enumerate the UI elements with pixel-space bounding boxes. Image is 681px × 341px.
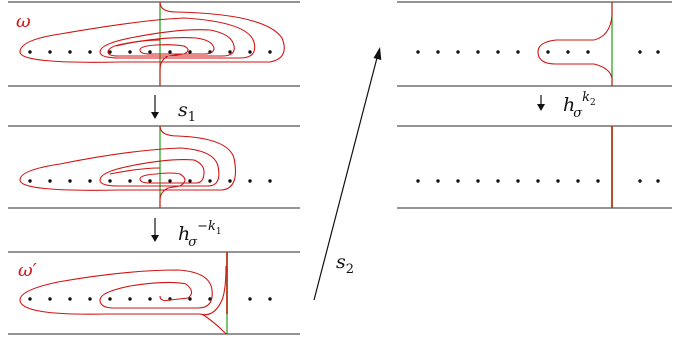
panel-right-1	[397, 1, 672, 87]
arrow-s2: s2	[313, 47, 382, 301]
arrow-s1: s1	[151, 95, 196, 125]
panel-right-2	[397, 125, 672, 209]
puncture-dots	[28, 50, 272, 54]
panel-left-2	[8, 125, 300, 209]
curve-omega-prime	[19, 265, 228, 335]
curve-right-1	[537, 2, 613, 86]
puncture-dots	[416, 50, 660, 54]
puncture-dots	[28, 179, 272, 183]
panel-left-3: ω′	[8, 251, 300, 335]
puncture-dots	[28, 297, 272, 301]
puncture-dots	[416, 179, 660, 183]
curve-after-s1	[19, 125, 237, 208]
h-sigma-label: hσk2	[563, 90, 596, 121]
panel-left-1: ω	[8, 1, 300, 87]
curve-omega	[19, 1, 285, 86]
arrow-h-sigma-inverse: hσ−k1	[151, 218, 222, 250]
h-sigma-inverse-label: hσ−k1	[178, 219, 222, 250]
s2-label: s2	[336, 251, 354, 277]
s1-label: s1	[178, 99, 196, 125]
omega-prime-label: ω′	[18, 260, 37, 281]
arrow-h-sigma: hσk2	[537, 90, 596, 121]
omega-label: ω	[16, 11, 31, 32]
